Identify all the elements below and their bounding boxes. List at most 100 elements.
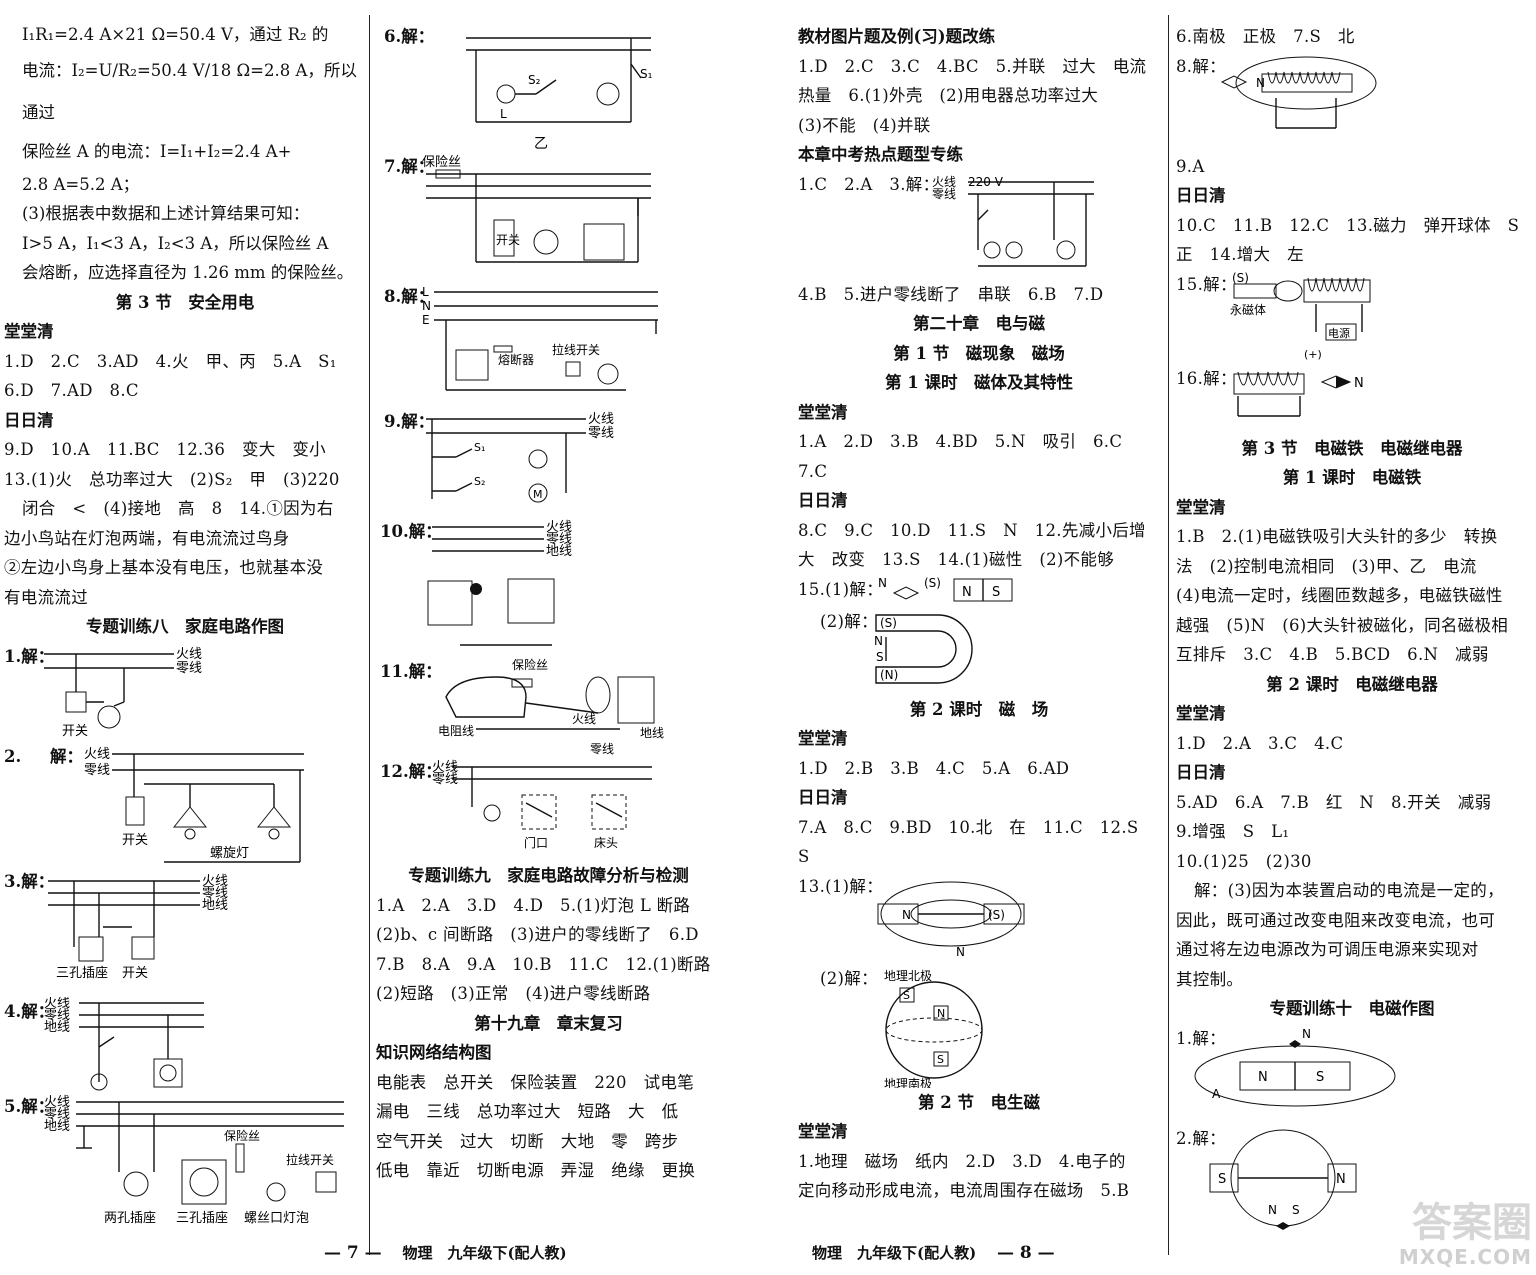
question-label: 3.解： <box>4 871 55 891</box>
fig-label: S <box>1292 1203 1300 1217</box>
answer-line: 15.解： <box>1176 274 1237 294</box>
q16-figure: 16.解： N <box>1176 364 1528 434</box>
fig-label: 开关 <box>122 966 148 981</box>
fig-label: N <box>937 1007 945 1020</box>
fig-label: (S) <box>880 616 897 630</box>
fig-label: S₂ <box>528 73 541 87</box>
question-label: 8.解： <box>384 287 435 306</box>
q8-figure: 8.解： N <box>1176 52 1528 152</box>
fig-label: 拉线开关 <box>552 342 600 357</box>
page-number: — 7 — <box>324 1243 382 1263</box>
answer-line: 8.C 9.C 10.D 11.S N 12.先减小后增 <box>798 520 1146 540</box>
footer-text: 物理 九年级下(配人教) <box>402 1244 567 1262</box>
watermark-url: MXQE.COM <box>1398 1245 1532 1269</box>
fig-label: 熔断器 <box>498 352 534 367</box>
column-1: I₁R₁=2.4 A×21 Ω=50.4 V，通过 R₂ 的 电流：I₂=U/R… <box>4 0 366 1230</box>
answer-line: (2)b、c 间断路 (3)进户的零线断了 6.D <box>376 925 699 944</box>
column-4: 6.南极 正极 7.S 北 8.解： N 9.A 日日清 10.C 11.B 1… <box>1176 0 1528 1234</box>
question-label: 12.解： <box>380 762 442 781</box>
fig-label: 保险丝 <box>422 155 461 170</box>
fig-label: 火线 <box>44 997 70 1011</box>
field-diagram: N (S) N <box>877 881 1025 959</box>
circuit-diagram: 火线 零线 地线 <box>44 997 204 1090</box>
answer-line: 边小鸟站在灯泡两端，有电流流过鸟身 <box>4 528 290 548</box>
fig-label: 拉线开关 <box>286 1152 334 1167</box>
fig-label: S <box>992 585 1000 600</box>
section-title: 专题训练八 家庭电路作图 <box>86 617 284 636</box>
fig-label: 零线 <box>432 772 458 787</box>
answer-line: 9.D 10.A 11.BC 12.36 变大 变小 <box>4 440 326 459</box>
answer-line: 5.AD 6.A 7.B 红 N 8.开关 减弱 <box>1176 792 1492 812</box>
question-label: 1.解： <box>4 646 55 666</box>
label-tangtangqing: 堂堂清 <box>798 1122 848 1141</box>
text-line: I₁R₁=2.4 A×21 Ω=50.4 V，通过 R₂ 的 <box>22 25 329 44</box>
fig-label: 乙 <box>534 136 548 152</box>
answer-line: 大 改变 13.S 14.(1)磁性 (2)不能够 <box>798 550 1115 569</box>
answer-line: 7.B 8.A 9.A 10.B 11.C 12.(1)断路 <box>376 954 711 974</box>
answer-line: 法 (2)控制电流相同 (3)甲、乙 电流 <box>1176 556 1477 576</box>
section-title: 第 2 课时 磁 场 <box>909 699 1049 719</box>
circuit-diagram: 火线 零线 开关 螺旋灯 <box>84 747 304 863</box>
fig-label: 零线 <box>590 742 614 756</box>
zk-q3-figure: 1.C 2.A 3.解： 火线 零线 220 V <box>798 170 1160 280</box>
answer-line: 正 14.增大 左 <box>1176 245 1304 264</box>
circuit-diagram: 火线 零线 S₁ S₂ M <box>426 412 614 503</box>
subsection-title: 知识网络结构图 <box>376 1043 492 1062</box>
section-title: 第 3 节 安全用电 <box>115 292 255 312</box>
fig-label: 火线 <box>432 760 458 775</box>
fig-label: 火线 <box>546 520 572 535</box>
fig-label: N <box>1302 1027 1311 1041</box>
fig-label: 电源 <box>1328 326 1350 340</box>
footer-left: — 7 — 物理 九年级下(配人教) <box>324 1242 567 1263</box>
answer-line: 4.B 5.进户零线断了 串联 6.B 7.D <box>798 284 1104 304</box>
q8-figure: 8.解： L N E 熔断器 拉线开关 <box>376 282 721 407</box>
circuit-diagram: S₁ S₂ L 乙 <box>466 37 653 152</box>
solenoid-diagram: N <box>1233 371 1364 417</box>
section-title: 第 2 课时 电磁继电器 <box>1266 674 1438 694</box>
section-title: 专题训练九 家庭电路故障分析与检测 <box>408 866 689 885</box>
text-line: 电流：I₂=U/R₂=50.4 V/18 Ω=2.8 A，所以通过 <box>22 60 357 122</box>
section-title: 第 1 课时 电磁铁 <box>1282 468 1422 487</box>
fig-label: 电阻线 <box>438 724 474 738</box>
magnet-diagram: N (S) N S <box>878 576 1013 601</box>
circuit-diagram: 火线 零线 地线 <box>427 520 572 646</box>
circuit-diagram: 火线 零线 220 V <box>932 175 1094 267</box>
label-tangtangqing: 堂堂清 <box>1176 704 1226 723</box>
label-ririqing: 日日清 <box>4 410 54 430</box>
section-title: 第 1 节 磁现象 磁场 <box>893 343 1065 363</box>
fig-label: (N) <box>880 668 898 682</box>
label-tangtangqing: 堂堂清 <box>798 402 848 422</box>
fig-label: 火线 <box>84 747 110 762</box>
answer-line: (2)解： <box>820 968 878 988</box>
fig-label: 地理北极 <box>884 969 932 983</box>
footer-text: 物理 九年级下(配人教) <box>812 1244 977 1262</box>
answer-line: 6.D 7.AD 8.C <box>4 381 139 400</box>
circuit-diagram: 火线 零线 开关 <box>44 647 202 739</box>
answer-line: 9.增强 S L₁ <box>1176 822 1290 841</box>
question-label: 10.解： <box>380 522 442 541</box>
zt10-q1-figure: 1.解： N S N A <box>1176 1024 1528 1124</box>
fig-label: N <box>902 908 911 922</box>
circuit-diagram: 火线 零线 地线 三孔插座 开关 <box>48 874 228 981</box>
fig-label: 永磁体 <box>1230 302 1266 317</box>
fig-label: 保险丝 <box>224 1128 260 1143</box>
fig-label: N <box>878 576 887 590</box>
q12-figure: 12.解： 火线 零线 门口 床头 <box>376 757 721 861</box>
fig-label: 火线 <box>572 712 596 726</box>
answer-line: 1.D 2.C 3.AD 4.火 甲、丙 5.A S₁ <box>4 351 337 371</box>
fig-label: 火线 <box>44 1095 70 1110</box>
answer-line: 越强 (5)N (6)大头针被磁化，同名磁极相 <box>1176 615 1509 635</box>
fig-label: A <box>1212 1087 1221 1101</box>
subsection-title: 本章中考热点题型专练 <box>798 145 963 164</box>
answer-line: 1.解： <box>1176 1028 1226 1048</box>
answer-line: 热量 6.(1)外壳 (2)用电器总功率过大 <box>798 86 1099 105</box>
answer-line: 空气开关 过大 切断 大地 零 跨步 <box>376 1131 679 1151</box>
fig-label: 零线 <box>546 532 572 547</box>
fig-label: M <box>533 488 543 501</box>
magnet-diagram: N S N A <box>1194 1027 1396 1106</box>
answer-line: 15.(1)解： <box>798 579 884 599</box>
label-tangtangqing: 堂堂清 <box>798 729 848 748</box>
fig-label: 地线 <box>202 898 228 913</box>
circuit-diagram: 保险丝 开关 <box>422 155 651 263</box>
fig-label: 三孔插座 <box>176 1211 228 1226</box>
